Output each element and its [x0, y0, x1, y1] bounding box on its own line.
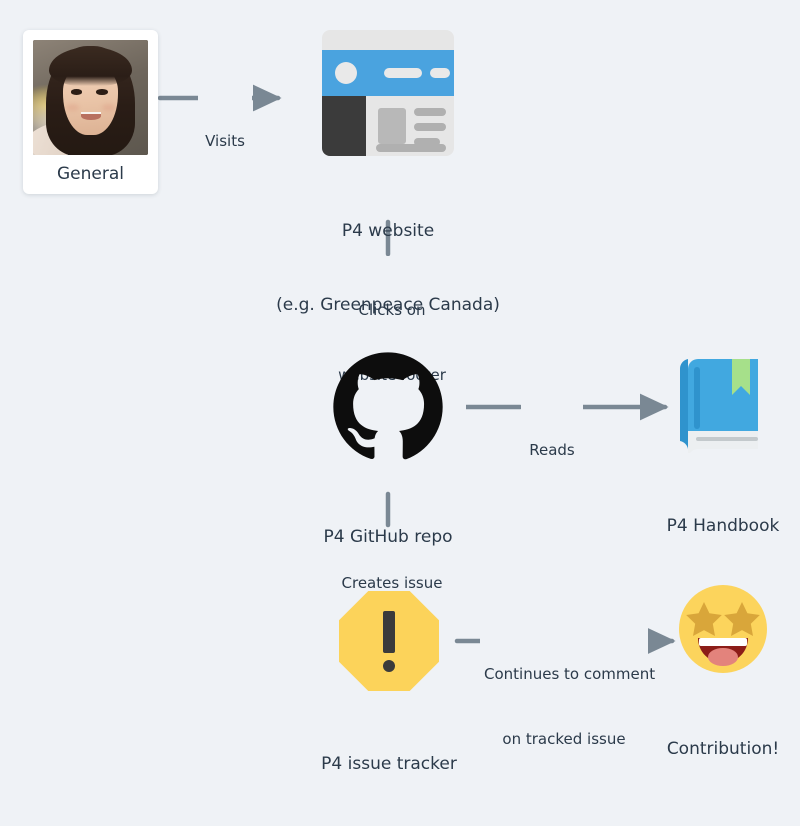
flow-diagram-canvas: Visits Clicks on website footer Reads Cr… — [23, 28, 800, 775]
node-github[interactable]: P4 GitHub repo — [323, 350, 508, 599]
browser-window-icon-bottom-bar — [376, 144, 446, 152]
warning-octagon-icon[interactable] — [339, 591, 439, 691]
node-website[interactable]: P4 website (e.g. Greenpeace Canada) — [276, 28, 538, 367]
edge-label-visits: Visits — [198, 87, 252, 196]
persona-photo — [33, 40, 148, 155]
contribution-caption: Contribution! — [666, 739, 780, 760]
website-caption: P4 website (e.g. Greenpeace Canada) — [276, 221, 500, 316]
node-handbook[interactable]: P4 Handbook — [667, 355, 800, 588]
edge-label-reads: Reads — [521, 396, 583, 505]
github-logo-icon[interactable] — [331, 350, 445, 464]
node-issue-tracker[interactable]: P4 issue tracker — [321, 591, 509, 826]
node-persona[interactable]: General — [23, 30, 158, 194]
persona-card[interactable]: General — [23, 30, 158, 194]
persona-name-label: General — [57, 164, 124, 184]
book-icon[interactable] — [679, 355, 766, 459]
star-struck-emoji-icon[interactable] — [678, 584, 768, 674]
github-caption: P4 GitHub repo — [323, 527, 453, 548]
issue-tracker-caption: P4 issue tracker — [321, 754, 457, 775]
browser-window-icon[interactable] — [320, 28, 456, 158]
node-contribution[interactable]: Contribution! — [667, 584, 800, 811]
handbook-caption: P4 Handbook — [666, 516, 780, 537]
